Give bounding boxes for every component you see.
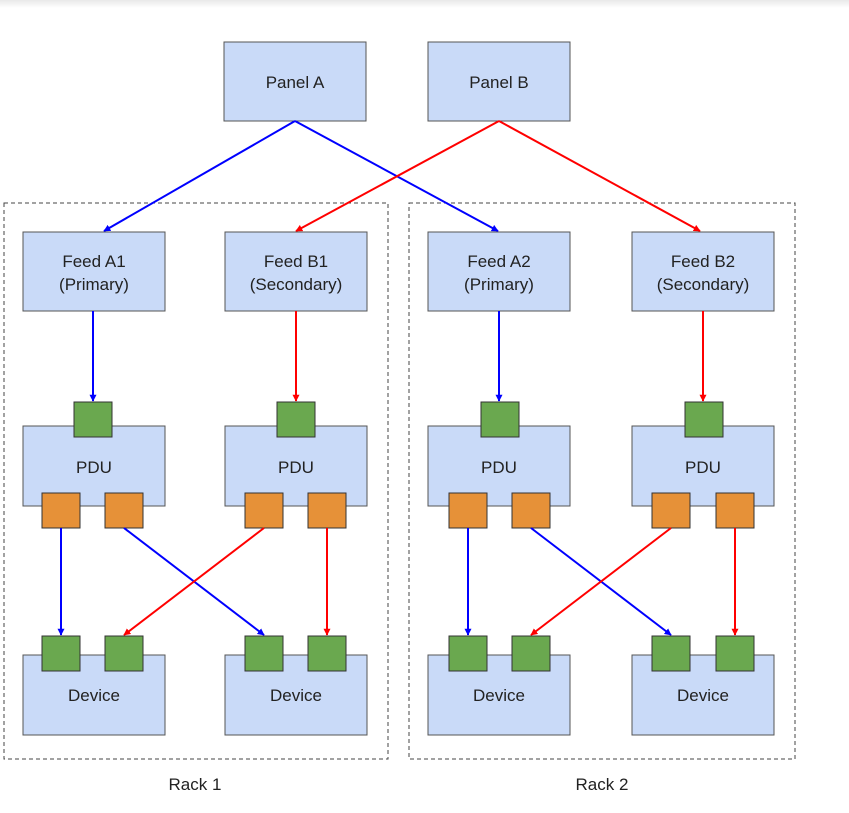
feed-b2-role: (Secondary)	[657, 275, 750, 294]
feed-b1-name: Feed B1	[264, 252, 328, 271]
feed-a1: Feed A1 (Primary)	[22, 231, 166, 312]
pdu-input-port	[276, 401, 316, 438]
feed-b2-name: Feed B2	[671, 252, 735, 271]
panel-b-label: Panel B	[469, 73, 529, 92]
device-label: Device	[677, 686, 729, 705]
rack-1-border	[3, 202, 389, 760]
arrow-pdu-to-device	[530, 527, 672, 636]
pdu-rack2-b: PDU	[631, 401, 775, 529]
pdu-label: PDU	[278, 458, 314, 477]
device-label: Device	[68, 686, 120, 705]
device-rack2-2: Device	[631, 635, 775, 736]
pdu-output-port	[651, 492, 691, 529]
device-rack2-1: Device	[427, 635, 571, 736]
pdu-label: PDU	[76, 458, 112, 477]
feed-b1-role: (Secondary)	[250, 275, 343, 294]
pdu-rack1-a: PDU	[22, 401, 166, 529]
pdu-output-port	[715, 492, 755, 529]
device-input-port	[448, 635, 488, 672]
rack-2-border	[408, 202, 796, 760]
device-input-port	[244, 635, 284, 672]
device-input-port	[651, 635, 691, 672]
window-top-edge	[0, 0, 849, 8]
feed-a2-role: (Primary)	[464, 275, 534, 294]
feed-a1-name: Feed A1	[62, 252, 125, 271]
pdu-rack2-a: PDU	[427, 401, 571, 529]
device-rack1-1: Device	[22, 635, 166, 736]
device-input-port	[511, 635, 551, 672]
pdu-rack1-b: PDU	[224, 401, 368, 529]
arrow-pdu-to-device	[123, 527, 265, 636]
rack-1-label: Rack 1	[169, 775, 222, 794]
pdu-output-port	[104, 492, 144, 529]
feed-a2: Feed A2 (Primary)	[427, 231, 571, 312]
panel-b: Panel B	[427, 41, 571, 122]
device-label: Device	[270, 686, 322, 705]
pdu-output-port	[307, 492, 347, 529]
rack-2-label: Rack 2	[576, 775, 629, 794]
pdu-input-port	[480, 401, 520, 438]
feed-b1: Feed B1 (Secondary)	[224, 231, 368, 312]
device-input-port	[307, 635, 347, 672]
device-input-port	[104, 635, 144, 672]
pdu-output-port	[244, 492, 284, 529]
arrow-panel-b-to-feed-b2	[498, 120, 701, 232]
feed-a1-role: (Primary)	[59, 275, 129, 294]
pdu-output-port	[448, 492, 488, 529]
panel-a-label: Panel A	[266, 73, 325, 92]
device-input-port	[715, 635, 755, 672]
pdu-input-port	[684, 401, 724, 438]
pdu-label: PDU	[481, 458, 517, 477]
device-input-port	[41, 635, 81, 672]
device-rack1-2: Device	[224, 635, 368, 736]
pdu-output-port	[511, 492, 551, 529]
arrow-panel-b-to-feed-b1	[295, 120, 500, 232]
panel-a: Panel A	[223, 41, 367, 122]
feed-b2: Feed B2 (Secondary)	[631, 231, 775, 312]
feed-a2-name: Feed A2	[467, 252, 530, 271]
pdu-input-port	[73, 401, 113, 438]
device-label: Device	[473, 686, 525, 705]
arrow-panel-a-to-feed-a1	[103, 120, 296, 232]
pdu-label: PDU	[685, 458, 721, 477]
pdu-output-port	[41, 492, 81, 529]
